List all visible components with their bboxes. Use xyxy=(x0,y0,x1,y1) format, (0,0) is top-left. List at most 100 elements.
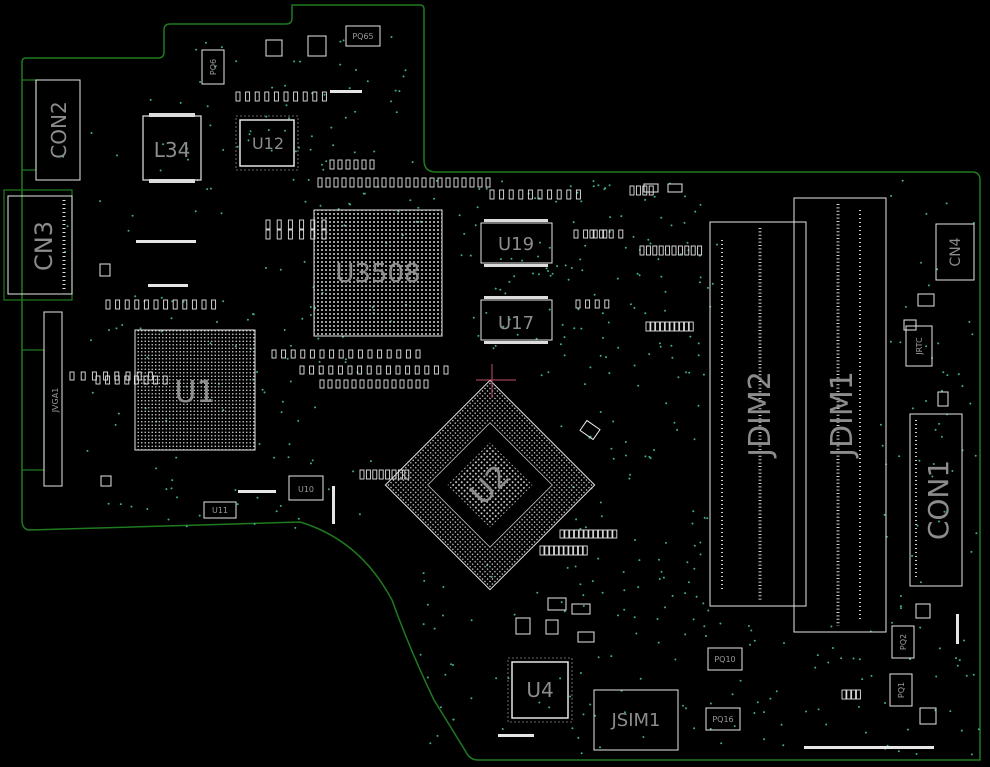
silkscreen-bar xyxy=(238,490,276,493)
connector-jvga1[interactable]: JVGA1 xyxy=(43,311,63,487)
via xyxy=(670,224,673,227)
chip-u12[interactable]: U12 xyxy=(235,115,299,171)
passive-pad xyxy=(414,365,420,375)
chip-u11[interactable]: U11 xyxy=(203,501,237,519)
passive-pad xyxy=(461,177,467,188)
transistor-pq65[interactable]: PQ65 xyxy=(345,25,381,47)
chip-u2[interactable]: U2 xyxy=(384,379,596,591)
passive-pad xyxy=(423,379,429,389)
via xyxy=(925,345,928,348)
via xyxy=(99,200,102,203)
chip-u10[interactable]: U10 xyxy=(288,475,324,501)
via xyxy=(909,658,912,661)
passive-pad xyxy=(348,349,354,359)
slot-jdim1-label: JDIM1 xyxy=(825,371,860,459)
connector-cn3[interactable]: CN3 xyxy=(7,195,73,295)
chip-u3508[interactable]: U3508 xyxy=(313,209,443,337)
connector-cn4[interactable]: CN4 xyxy=(935,223,975,281)
connector-jrtc-label: JRTC xyxy=(915,337,924,356)
small-part-outlines xyxy=(99,35,949,725)
passive-pad xyxy=(424,365,430,375)
passive-pad xyxy=(558,545,564,556)
transistor-pq1-label: PQ1 xyxy=(897,682,906,698)
via xyxy=(299,60,302,63)
via xyxy=(559,677,562,680)
via xyxy=(115,327,118,330)
passive-pad xyxy=(648,185,654,196)
via xyxy=(548,308,551,311)
passive-pad xyxy=(359,379,365,389)
via xyxy=(508,280,511,283)
via xyxy=(472,316,475,319)
transistor-pq16[interactable]: PQ16 xyxy=(705,707,741,731)
via xyxy=(716,243,718,246)
via xyxy=(699,203,702,206)
connector-con1[interactable]: CON1 xyxy=(909,413,963,587)
via xyxy=(943,510,946,513)
via xyxy=(881,444,884,447)
passive-pad xyxy=(299,219,305,230)
inductor-l34[interactable]: L34 xyxy=(142,113,202,183)
via xyxy=(584,383,586,386)
via xyxy=(513,275,516,278)
via xyxy=(442,614,444,617)
via xyxy=(703,625,706,628)
via xyxy=(199,81,202,83)
via xyxy=(294,526,297,529)
via xyxy=(271,86,274,89)
via xyxy=(564,264,567,267)
via xyxy=(273,456,276,459)
passive-pad xyxy=(105,375,111,385)
via xyxy=(597,656,600,659)
chip-u17[interactable]: U17 xyxy=(480,296,553,344)
passive-pad xyxy=(604,299,610,309)
transistor-pq2[interactable]: PQ2 xyxy=(891,625,915,659)
via xyxy=(864,731,867,734)
via xyxy=(419,653,422,656)
via xyxy=(698,281,701,284)
via xyxy=(624,441,627,443)
passive-pad xyxy=(338,349,344,359)
passive-pad xyxy=(335,379,341,389)
via xyxy=(575,518,578,521)
silkscreen-bar xyxy=(804,746,934,749)
passive-pad xyxy=(329,349,335,359)
via xyxy=(632,235,635,238)
via xyxy=(684,195,686,198)
via xyxy=(549,274,552,277)
via xyxy=(501,728,504,730)
via xyxy=(66,225,69,228)
via xyxy=(624,454,627,457)
via xyxy=(634,539,636,541)
passive-pad xyxy=(235,91,241,102)
via xyxy=(204,41,207,44)
transistor-pq10[interactable]: PQ10 xyxy=(707,647,743,671)
passive-pad xyxy=(599,229,605,239)
passive-pad xyxy=(254,91,260,102)
via xyxy=(709,727,712,730)
passive-pad xyxy=(389,177,395,188)
via xyxy=(884,702,886,704)
transistor-pq6[interactable]: PQ6 xyxy=(201,49,225,85)
transistor-pq1[interactable]: PQ1 xyxy=(889,673,913,707)
slot-jdim2[interactable]: JDIM2 xyxy=(709,221,807,607)
connector-jrtc[interactable]: JRTC xyxy=(905,325,933,367)
connector-jsim1[interactable]: JSIM1 xyxy=(593,689,679,751)
connector-con2[interactable]: CON2 xyxy=(35,79,81,181)
via xyxy=(417,206,420,209)
passive-pad xyxy=(855,689,861,700)
chip-u4[interactable]: U4 xyxy=(507,657,573,723)
chip-u19[interactable]: U19 xyxy=(480,219,553,267)
via xyxy=(647,238,650,241)
passive-pad xyxy=(309,365,315,375)
via xyxy=(697,354,700,357)
via xyxy=(658,342,661,345)
via xyxy=(220,46,223,49)
via xyxy=(114,423,117,426)
passive-pad xyxy=(372,469,378,480)
chip-u1[interactable]: U1 xyxy=(134,329,256,451)
via xyxy=(280,411,283,414)
slot-jdim1[interactable]: JDIM1 xyxy=(793,197,887,633)
via xyxy=(840,657,843,660)
via xyxy=(890,194,893,197)
